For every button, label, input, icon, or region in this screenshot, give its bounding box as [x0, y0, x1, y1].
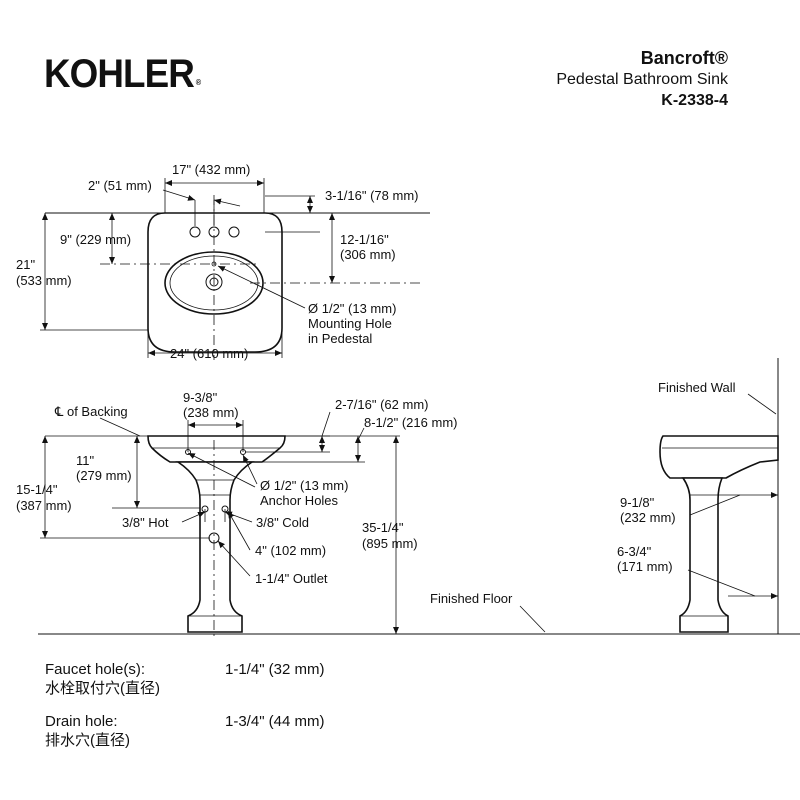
dim-12-label-2: (306 mm) [340, 247, 396, 262]
anchor-label-1: Ø 1/2" (13 mm) [260, 478, 348, 493]
leader-wall [747, 393, 777, 415]
dim-8-1-2-label: 8-1/2" (216 mm) [364, 415, 457, 430]
dim-6-3-4-label-2: (171 mm) [617, 559, 673, 574]
title-block: Bancroft® Pedestal Bathroom Sink K-2338-… [556, 48, 728, 111]
dim-35-label-1: 35-1/4" [362, 520, 404, 535]
leader-9-1-8 [689, 494, 741, 516]
spec-label-en: Faucet hole(s): [45, 661, 146, 678]
front-view: ℄ of Backing 9-3/8" (238 mm) 2-7/16" (62… [16, 390, 800, 640]
spec-label-cn: 水栓取付穴(直径) [45, 680, 160, 697]
leader-outlet [217, 540, 251, 577]
dim-9-3-8-label-2: (238 mm) [183, 405, 239, 420]
spec-table: Faucet hole(s): 水栓取付穴(直径) 1-1/4" (32 mm)… [45, 660, 445, 764]
dim-11-label-2: (279 mm) [76, 468, 132, 483]
faucet-hole-right [228, 226, 240, 238]
leader-2-7-16 [321, 411, 331, 437]
model-number: K-2338-4 [661, 92, 728, 109]
outlet-hole [208, 532, 220, 544]
cold-label: 3/8" Cold [256, 515, 309, 530]
dim-2-label: 2" (51 mm) [88, 178, 152, 193]
dim-15-label-1: 15-1/4" [16, 482, 58, 497]
spec-label: Faucet hole(s): 水栓取付穴(直径) [45, 660, 160, 698]
leader-backing [99, 417, 141, 437]
dim-24-label: 24" (610 mm) [170, 346, 248, 361]
dim-15-label-2: (387 mm) [16, 498, 72, 513]
leader-floor [519, 605, 546, 633]
leader-anchor-b [242, 454, 258, 485]
dim-21-label-2: (533 mm) [16, 273, 72, 288]
spec-row-drain: Drain hole: 排水穴(直径) 1-3/4" (44 mm) [45, 712, 445, 764]
product-name: Bancroft® [640, 48, 728, 68]
cl-backing-label: ℄ of Backing [54, 404, 128, 419]
leader-2-b [213, 198, 241, 207]
hot-label: 3/8" Hot [122, 515, 169, 530]
side-view: Finished Wall 9-1/8" (232 mm) 6-3/4" (17… [617, 358, 779, 634]
mount-label-3: in Pedestal [308, 331, 372, 346]
leader-hot [181, 511, 206, 523]
pedestal-front [175, 461, 255, 633]
mount-label-1: Ø 1/2" (13 mm) [308, 301, 396, 316]
dim-4-label: 4" (102 mm) [255, 543, 326, 558]
dim-35-label-2: (895 mm) [362, 536, 418, 551]
spec-value: 1-1/4" (32 mm) [225, 661, 325, 678]
leader-mounting [217, 265, 306, 309]
leader-anchor-a [187, 452, 256, 488]
leader-8-1-2 [357, 427, 365, 441]
dim-11-label-1: 11" [76, 453, 94, 468]
spec-label-en: Drain hole: [45, 713, 118, 730]
pedestal-side [679, 477, 729, 633]
leader-6-3-4 [687, 569, 756, 597]
top-view: 17" (432 mm) 2" (51 mm) 3-1/16" (78 mm) … [16, 162, 430, 361]
leader-2-a [162, 189, 196, 201]
dim-9-label: 9" (229 mm) [60, 232, 131, 247]
spec-label: Drain hole: 排水穴(直径) [45, 712, 130, 750]
dim-3-1-16-label: 3-1/16" (78 mm) [325, 188, 418, 203]
kohler-logo: KOHLER® [44, 52, 201, 96]
outlet-label: 1-1/4" Outlet [255, 571, 328, 586]
dim-17-label: 17" (432 mm) [172, 162, 250, 177]
dim-12-label-1: 12-1/16" [340, 232, 389, 247]
dim-21-label-1: 21" [16, 257, 35, 272]
dim-9-3-8-label-1: 9-3/8" [183, 390, 218, 405]
spec-row-faucet: Faucet hole(s): 水栓取付穴(直径) 1-1/4" (32 mm) [45, 660, 445, 712]
basin-front [147, 435, 286, 463]
dim-2-7-16-label: 2-7/16" (62 mm) [335, 397, 428, 412]
spec-value: 1-3/4" (44 mm) [225, 713, 325, 730]
anchor-label-2: Anchor Holes [260, 493, 339, 508]
mount-label-2: Mounting Hole [308, 316, 392, 331]
product-description: Pedestal Bathroom Sink [556, 71, 728, 88]
spec-label-cn: 排水穴(直径) [45, 732, 130, 749]
finished-floor-label: Finished Floor [430, 591, 513, 606]
finished-wall-label: Finished Wall [658, 380, 736, 395]
leader-4in [227, 510, 251, 551]
basin-side [659, 435, 779, 479]
dim-9-1-8-label-1: 9-1/8" [620, 495, 655, 510]
faucet-hole-left [189, 226, 201, 238]
dim-6-3-4-label-1: 6-3/4" [617, 544, 652, 559]
dim-9-1-8-label-2: (232 mm) [620, 510, 676, 525]
